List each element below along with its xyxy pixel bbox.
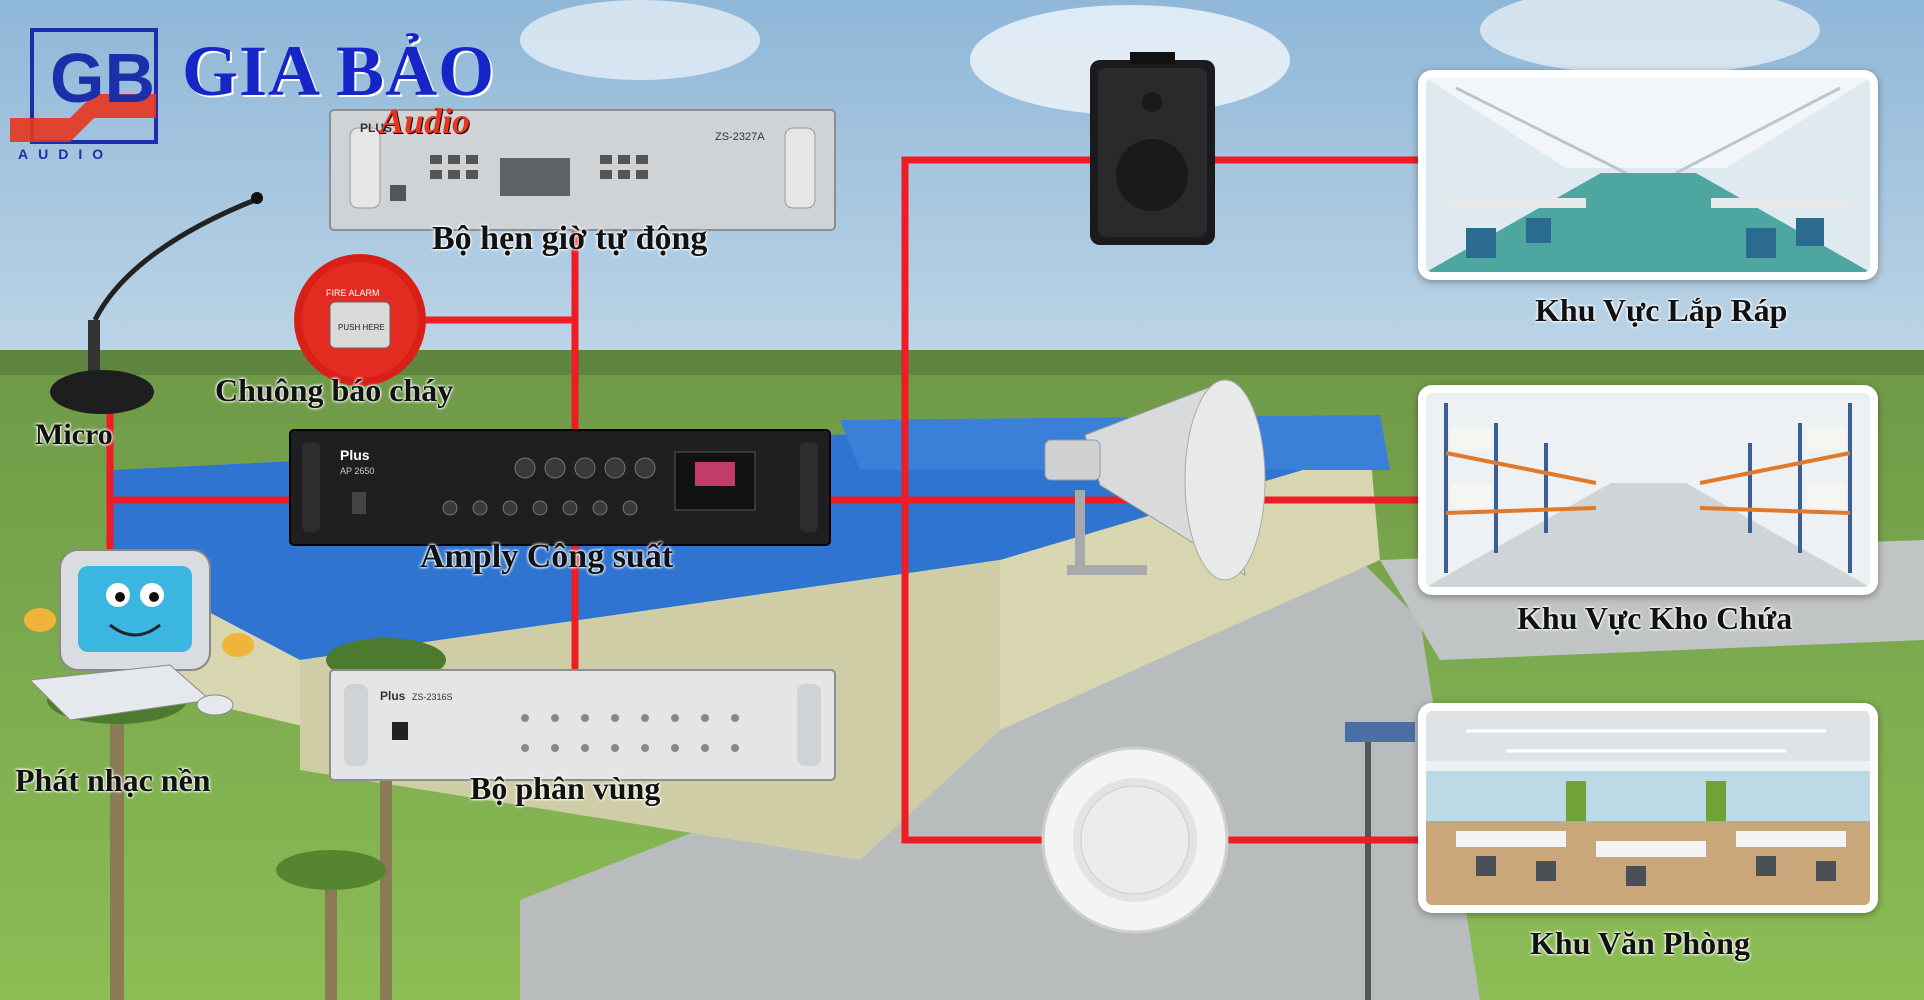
background-music-label: Phát nhạc nền: [15, 762, 211, 798]
ceiling-speaker-icon: [1041, 746, 1229, 934]
timer-brand: PLUS: [360, 121, 392, 135]
zone-model: ZS-2316S: [412, 692, 453, 702]
amplifier-device: Plus AP 2650: [289, 429, 831, 546]
fire-bell-device: FIRE ALARM PUSH HERE: [294, 254, 426, 386]
zone-photo-assembly: [1418, 70, 1878, 280]
logo-letters: GB: [50, 39, 155, 117]
micro-label: Micro: [35, 418, 113, 451]
amp-model: AP 2650: [340, 466, 374, 476]
fire-alarm-text: FIRE ALARM: [326, 288, 380, 298]
fire-bell-label: Chuông báo cháy: [215, 372, 454, 408]
amplifier-label: Amply Công suất: [420, 538, 674, 575]
wall-speaker-icon: [1090, 52, 1215, 245]
timer-model: ZS-2327A: [715, 131, 765, 143]
zone-photo-office: [1418, 703, 1878, 913]
timer-device: PLUS ZS-2327A: [329, 109, 836, 231]
brand-logo: GB: [10, 28, 158, 144]
timer-label: Bộ hẹn giờ tự động: [432, 220, 708, 257]
computer-mascot: [24, 549, 254, 721]
zone-label-office: Khu Văn Phòng: [1530, 925, 1750, 961]
zone-label-warehouse: Khu Vực Kho Chứa: [1517, 600, 1793, 636]
zone-selector-device: Plus ZS-2316S: [329, 669, 836, 781]
zone-selector-label: Bộ phân vùng: [470, 770, 661, 806]
amp-brand: Plus: [340, 447, 370, 463]
push-here-text: PUSH HERE: [338, 323, 385, 332]
zone-photo-warehouse: [1418, 385, 1878, 595]
zone-label-assembly: Khu Vực Lắp Ráp: [1535, 292, 1788, 328]
microphone-device: [50, 192, 263, 414]
logo-subtitle: AUDIO: [18, 146, 114, 162]
brand-tagline: Audio: [380, 101, 471, 141]
horn-speaker-icon: [1044, 379, 1266, 581]
zone-brand: Plus: [380, 689, 406, 703]
brand-name: GIA BẢO: [182, 31, 496, 111]
